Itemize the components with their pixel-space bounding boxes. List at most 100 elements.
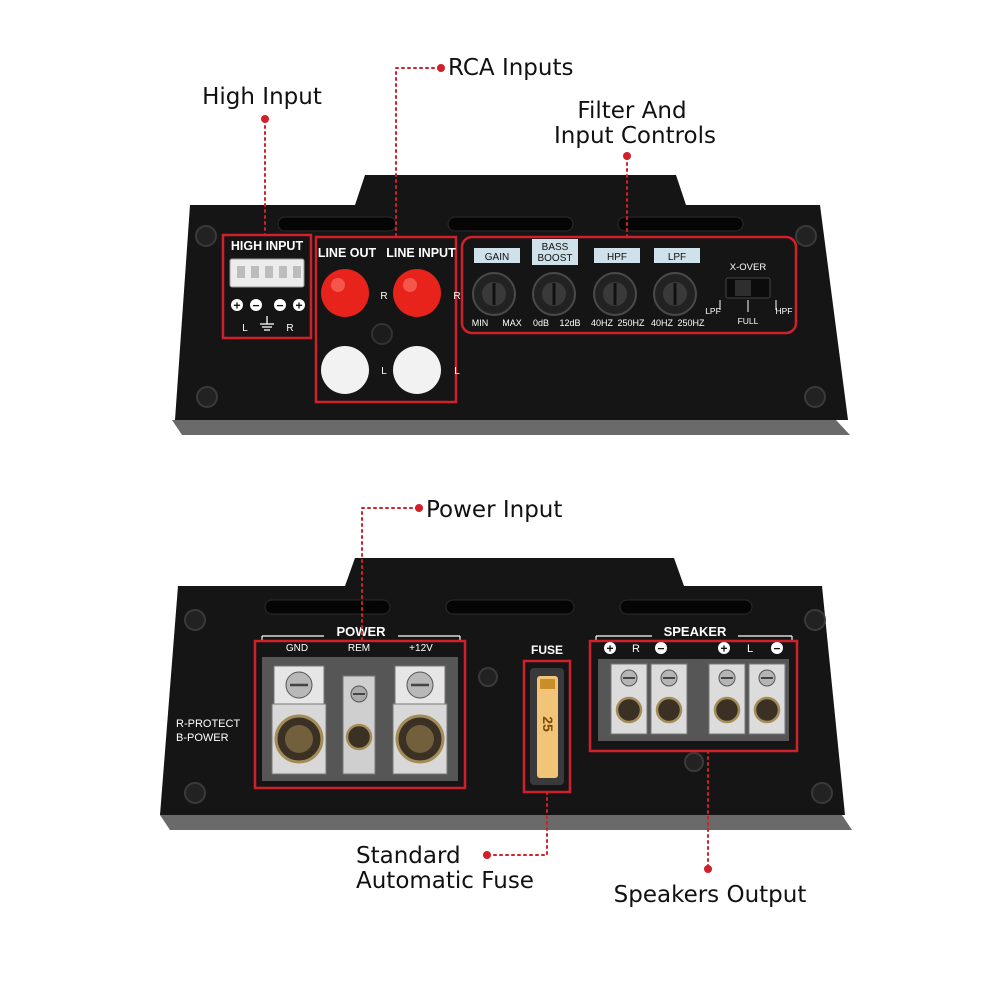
plus-12v-label: +12V [409, 643, 433, 654]
xover-lpf: LPF [705, 306, 721, 316]
xover-full: FULL [738, 316, 759, 326]
gnd-label: GND [286, 643, 308, 654]
bass-boost-label-1: BASS [542, 242, 569, 253]
screw-icon [195, 225, 217, 247]
high-input-label: HIGH INPUT [231, 239, 304, 253]
controls-highlight [460, 235, 798, 335]
fuse-value: 25 [540, 716, 556, 732]
minus-icon: − [276, 299, 283, 313]
minus-icon: − [657, 642, 664, 656]
callout-dot-icon [415, 504, 423, 512]
speaker-right-label: R [632, 643, 640, 655]
xover-slider[interactable] [735, 280, 751, 296]
high-input-right: R [286, 323, 293, 334]
lpf-min: 40HZ [651, 318, 674, 328]
leader-fuse [487, 791, 548, 856]
line-input-label: LINE INPUT [386, 246, 456, 260]
minus-icon: − [773, 642, 780, 656]
bass-boost-max: 12dB [559, 318, 580, 328]
gain-control: GAIN MIN MAX [472, 248, 522, 328]
high-input-polarity: + − − + [231, 299, 305, 313]
fuse[interactable] [537, 676, 558, 778]
callout-fuse-line1: Standard [356, 843, 461, 869]
lpf-label: LPF [668, 252, 686, 263]
hpf-min: 40HZ [591, 318, 614, 328]
rca-right-label: R [380, 291, 387, 302]
lpf-control: LPF 40HZ 250HZ [651, 248, 705, 328]
rca-line-in-left [393, 346, 441, 394]
protect-label: R-PROTECT [176, 718, 240, 730]
speaker-terminal-l-minus[interactable] [748, 663, 786, 735]
speaker-label: SPEAKER [664, 624, 727, 639]
screw-icon [184, 609, 206, 631]
bottom-panel-edge [160, 815, 852, 830]
speaker-terminal-l-plus[interactable] [708, 663, 746, 735]
leader-power-input [361, 507, 419, 642]
line-out-label: LINE OUT [318, 246, 377, 260]
callout-speakers-output: Speakers Output [614, 882, 807, 908]
rca-line-out-left [321, 346, 369, 394]
controls-block: GAIN MIN MAX BASS BOOST 0dB 12dB HPF [460, 235, 798, 335]
rca-highlight [314, 235, 458, 404]
lpf-max: 250HZ [677, 318, 705, 328]
gain-label: GAIN [485, 252, 509, 263]
callout-dot-icon [261, 115, 269, 123]
plus-icon: + [295, 299, 302, 313]
callout-fuse-line2: Automatic Fuse [356, 868, 534, 894]
high-input-block: HIGH INPUT + − − + L [221, 233, 313, 340]
callout-dot-icon [704, 865, 712, 873]
plus-icon: + [720, 642, 727, 656]
bass-boost-min: 0dB [533, 318, 549, 328]
callout-power-input: Power Input [426, 497, 562, 523]
screw-icon [804, 386, 826, 408]
rca-left-label: L [454, 366, 460, 377]
rca-line-in-right [393, 269, 441, 317]
screw-icon [795, 225, 817, 247]
hpf-control: HPF 40HZ 250HZ [591, 248, 645, 328]
xover-hpf: HPF [776, 306, 793, 316]
rem-label: REM [348, 643, 370, 654]
screw-icon [196, 386, 218, 408]
callout-dot-icon [437, 64, 445, 72]
callout-dots [261, 64, 712, 873]
rca-left-label: L [381, 366, 387, 377]
power-led-label: B-POWER [176, 732, 229, 744]
high-input-left: L [242, 323, 248, 334]
screw-icon [684, 752, 704, 772]
callout-filter-line1: Filter And [577, 98, 686, 124]
rem-terminal[interactable] [345, 723, 373, 751]
speaker-terminal-r-minus[interactable] [650, 663, 688, 735]
power-highlight [253, 639, 467, 790]
fuse-label: FUSE [531, 643, 563, 657]
callout-rca-inputs: RCA Inputs [448, 55, 573, 81]
plus-icon: + [606, 642, 613, 656]
callout-leaders [264, 67, 709, 869]
gain-max: MAX [502, 318, 522, 328]
high-input-highlight [221, 233, 313, 340]
bottom-amplifier: POWER GND REM +12V R-PROT [160, 558, 852, 830]
leader-rca-inputs [395, 67, 441, 238]
callout-dot-icon [483, 851, 491, 859]
plus-icon: + [233, 299, 240, 313]
hpf-label: HPF [607, 252, 627, 263]
minus-icon: − [252, 299, 259, 313]
top-amplifier: HIGH INPUT + − − + L [172, 175, 850, 435]
screw-icon [184, 782, 206, 804]
speaker-terminal-r-plus[interactable] [610, 663, 648, 735]
screw-icon [811, 782, 833, 804]
callout-filter-line2: Input Controls [554, 123, 716, 149]
hpf-max: 250HZ [617, 318, 645, 328]
speaker-block: SPEAKER + R − + L − [588, 624, 799, 753]
top-panel-edge [172, 420, 850, 435]
speaker-left-label: L [747, 643, 753, 655]
ground-icon [260, 316, 274, 331]
speaker-highlight [588, 639, 799, 753]
rca-right-label: R [453, 291, 460, 302]
screw-icon [371, 323, 393, 345]
xover-switch: X-OVER LPF FULL HPF [705, 262, 792, 326]
bass-boost-label-2: BOOST [537, 253, 572, 264]
callout-dot-icon [623, 152, 631, 160]
rca-line-out-right [321, 269, 369, 317]
rca-block: LINE OUT LINE INPUT R R L L [314, 235, 461, 404]
